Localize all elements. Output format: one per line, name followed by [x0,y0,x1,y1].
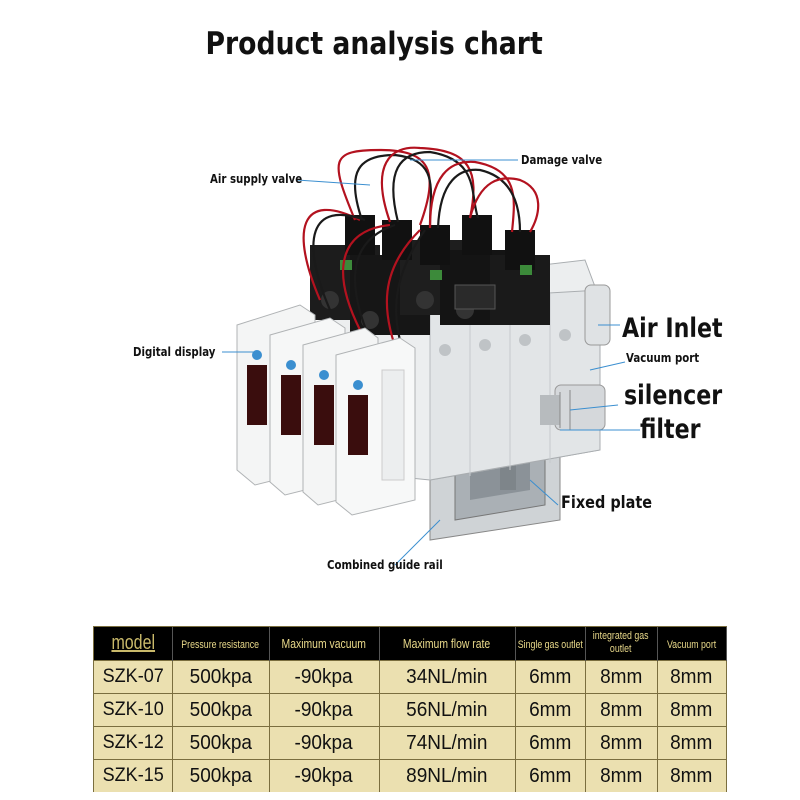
cell-single-outlet: 6mm [515,759,586,792]
cell-vacuum: -90kpa [269,726,380,760]
label-fixed-plate: Fixed plate [561,493,653,513]
cell-vacuum-port: 8mm [657,726,727,760]
header-maximum-vacuum: Maximum vacuum [269,627,380,661]
cell-pressure: 500kpa [172,759,270,792]
cell-model: SZK-07 [94,660,173,694]
cell-vacuum-port: 8mm [657,660,727,694]
label-air-inlet: Air Inlet [622,313,723,344]
header-pressure-resistance: Pressure resistance [172,627,270,661]
cell-integrated-outlet: 8mm [585,693,658,727]
cell-vacuum-port: 8mm [657,759,727,792]
cell-model: SZK-10 [94,693,173,727]
header-single-gas-outlet: Single gas outlet [515,627,586,661]
label-digital-display: Digital display [133,345,216,359]
cell-integrated-outlet: 8mm [585,726,658,760]
cell-pressure: 500kpa [172,726,270,760]
cell-vacuum: -90kpa [269,693,380,727]
cell-model: SZK-15 [94,759,173,792]
table-row: SZK-07 500kpa -90kpa 34NL/min 6mm 8mm 8m… [94,660,727,694]
spec-table: model Pressure resistance Maximum vacuum… [93,626,727,792]
table-header-row: model Pressure resistance Maximum vacuum… [94,627,727,661]
cell-vacuum-port: 8mm [657,693,727,727]
cell-integrated-outlet: 8mm [585,660,658,694]
cell-flow: 56NL/min [379,693,516,727]
label-vacuum-port: Vacuum port [626,351,700,365]
header-maximum-flow-rate: Maximum flow rate [379,627,516,661]
cell-pressure: 500kpa [172,693,270,727]
page-title: Product analysis chart [205,26,543,62]
label-combined-guide-rail: Combined guide rail [327,558,443,572]
cell-vacuum: -90kpa [269,660,380,694]
cell-single-outlet: 6mm [515,660,586,694]
cell-integrated-outlet: 8mm [585,759,658,792]
cell-flow: 34NL/min [379,660,516,694]
cell-flow: 89NL/min [379,759,516,792]
label-silencer: silencer [624,380,723,411]
header-vacuum-port: Vacuum port [657,627,727,661]
cell-flow: 74NL/min [379,726,516,760]
cell-single-outlet: 6mm [515,693,586,727]
product-illustration [222,146,640,566]
table-row: SZK-12 500kpa -90kpa 74NL/min 6mm 8mm 8m… [94,726,727,760]
table-row: SZK-15 500kpa -90kpa 89NL/min 6mm 8mm 8m… [94,759,727,792]
cell-pressure: 500kpa [172,660,270,694]
leader-lines [222,159,640,566]
solenoid-valves [310,215,550,335]
digital-displays [236,304,416,516]
cell-vacuum: -90kpa [269,759,380,792]
header-integrated-gas-outlet: integrated gas outlet [585,627,658,661]
table-row: SZK-10 500kpa -90kpa 56NL/min 6mm 8mm 8m… [94,693,727,727]
label-filter: filter [640,414,701,445]
label-damage-valve: Damage valve [521,153,603,167]
label-air-supply-valve: Air supply valve [210,172,303,186]
header-model: model [94,627,173,661]
cell-model: SZK-12 [94,726,173,760]
cell-single-outlet: 6mm [515,726,586,760]
silencer-filter [540,284,611,431]
